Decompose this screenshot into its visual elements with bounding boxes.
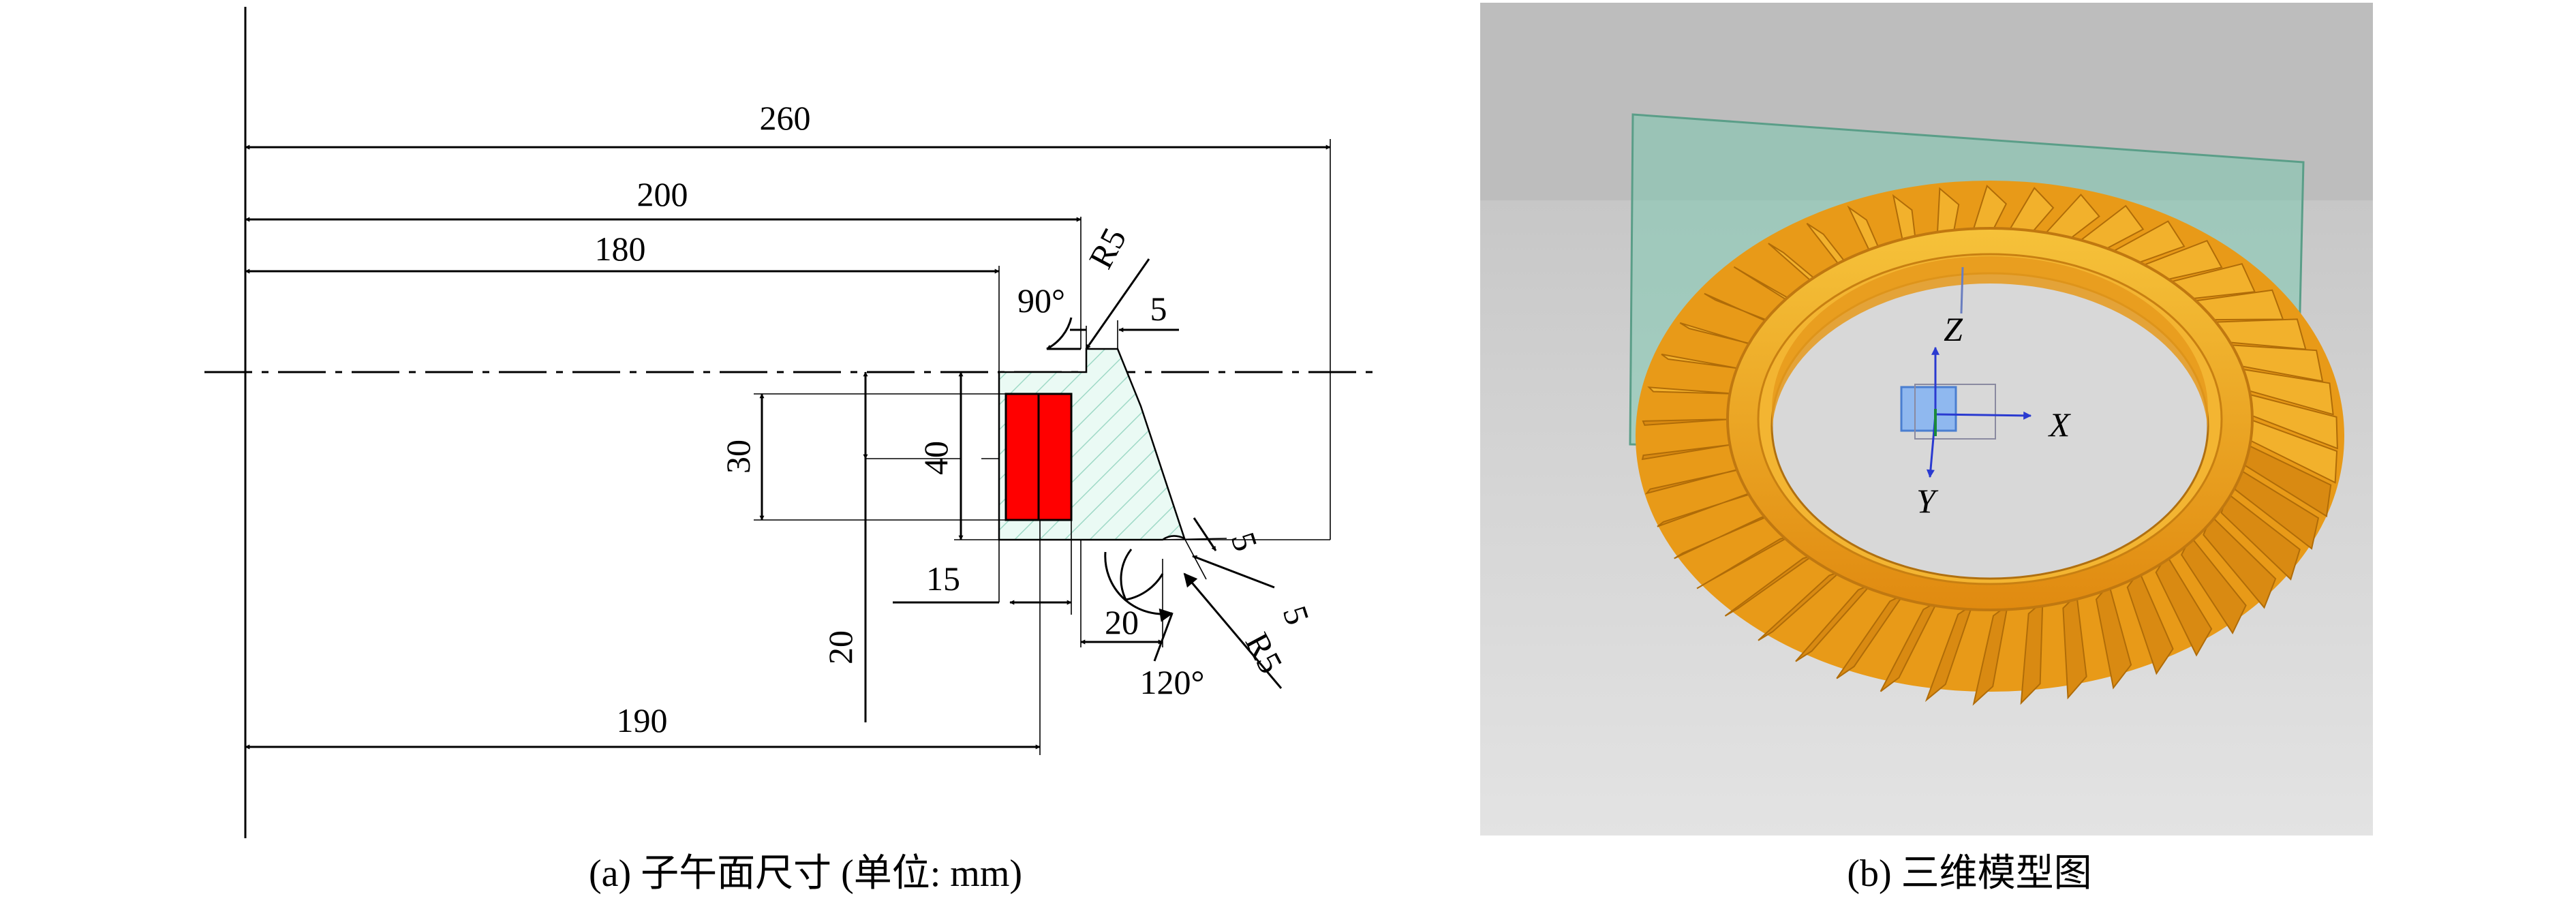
dim-5-bottom: 5	[1276, 601, 1317, 629]
triad-plane-outline	[1914, 384, 1996, 440]
plane-cut-line	[1960, 266, 1964, 314]
angle-90: 90°	[1017, 281, 1065, 320]
r5-bottom: R5	[1238, 626, 1291, 679]
blade-set	[1641, 184, 2338, 706]
dim-line-5-bottom	[1192, 555, 1275, 589]
angle-arc-120-part	[1120, 549, 1164, 601]
angle-arc-90	[1046, 317, 1073, 350]
blade	[1880, 600, 1939, 692]
blade	[2020, 600, 2044, 705]
caption-a: (a) 子午面尺寸 (单位: mm)	[589, 853, 1022, 895]
angle-120: 120°	[1140, 663, 1205, 701]
blade	[2126, 570, 2174, 675]
blade	[1795, 584, 1871, 662]
dim-line-5-mid	[1193, 517, 1217, 551]
dim-5-mid: 5	[1224, 527, 1266, 555]
angle-leader-120	[1153, 613, 1174, 662]
dim-30: 30	[719, 440, 757, 474]
blade	[1724, 554, 1814, 617]
ext-5-mid	[1162, 538, 1227, 540]
dim-20-vertical: 20	[821, 630, 859, 664]
r5-bottom-leader	[1183, 572, 1283, 689]
dim-5-top: 5	[1150, 290, 1167, 328]
blade	[2155, 554, 2213, 657]
r5-top: R5	[1082, 221, 1134, 275]
ring-inner-wall	[1772, 256, 2208, 436]
blade	[1925, 603, 1974, 703]
blade	[1836, 593, 1905, 679]
ring-with-blades	[1636, 181, 2344, 706]
blade	[2062, 593, 2087, 700]
dim-180: 180	[595, 230, 646, 268]
blade	[1758, 570, 1841, 641]
panel-b-3d-model: Z X Y (b) 三维模型图	[1480, 3, 2373, 895]
dim-15: 15	[926, 559, 960, 598]
panel-a-meridional-drawing: 260 200 180 190 30 40 20 15 20 90° R	[204, 7, 1377, 895]
axis-label-z: Z	[1944, 310, 1963, 348]
triad-plane-blue	[1900, 386, 1957, 432]
coordinate-triad: Z X Y	[1900, 310, 2072, 520]
caption-b: (b) 三维模型图	[1847, 853, 2091, 895]
dim-260: 260	[760, 99, 811, 137]
axis-label-y: Y	[1916, 482, 1939, 520]
dim-20-horizontal: 20	[1105, 603, 1139, 641]
angle-arc-120	[1104, 551, 1174, 622]
dim-200: 200	[637, 175, 688, 213]
r5-top-leader	[1085, 258, 1150, 350]
dim-190: 190	[617, 701, 668, 739]
blade	[1972, 603, 2009, 706]
dim-40: 40	[917, 441, 955, 475]
ext-5-bottom	[1184, 538, 1207, 580]
axis-label-x: X	[2048, 405, 2072, 444]
axis-x	[1935, 411, 2032, 420]
blade	[2095, 583, 2132, 690]
